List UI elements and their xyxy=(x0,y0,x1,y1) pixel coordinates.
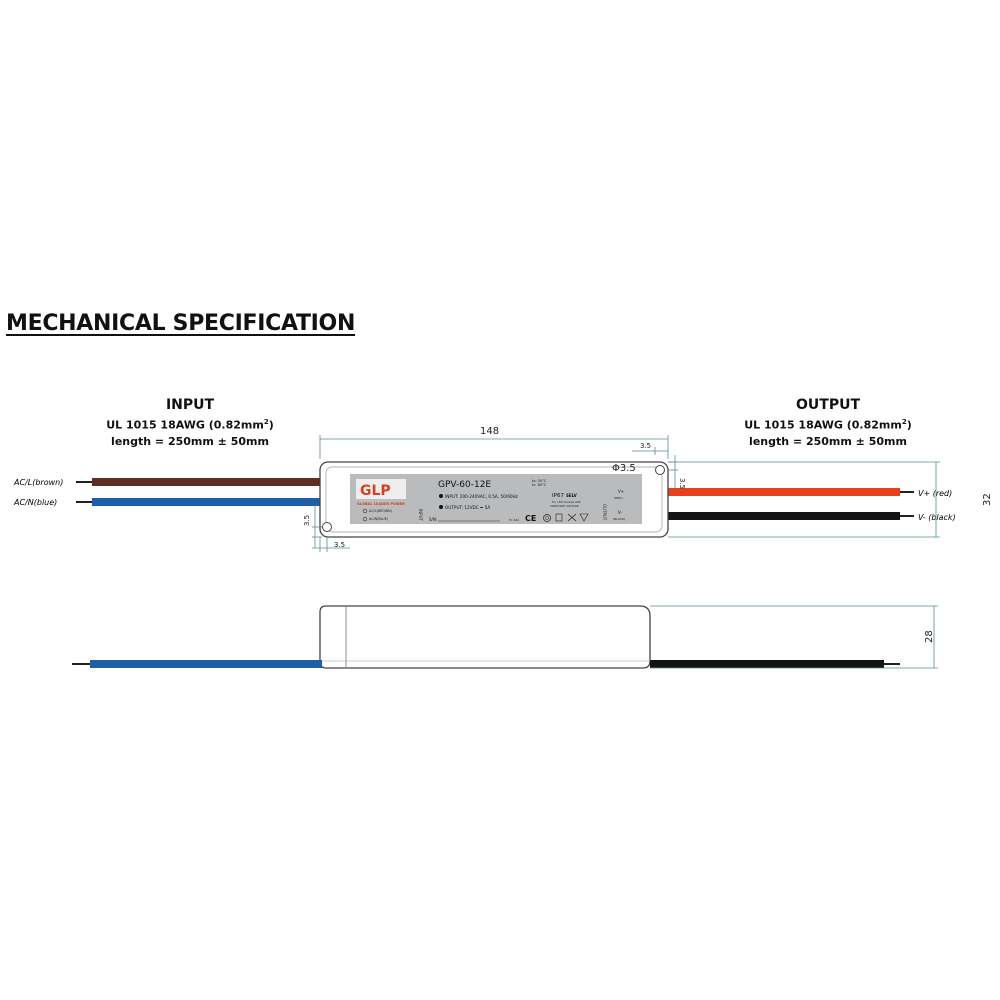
label-led-note-1: For LED module with xyxy=(552,500,581,504)
dimension-lines-top xyxy=(312,435,940,552)
label-vminus-color: (BLACK) xyxy=(613,517,625,521)
input-wires xyxy=(76,478,322,506)
dim-hole-offset-right: 3.5 xyxy=(678,478,686,489)
input-header: INPUT UL 1015 18AWG (0.82mm2) length = 2… xyxy=(90,396,290,450)
dim-width: 32 xyxy=(982,493,993,506)
wire-label-vplus: V+ (red) xyxy=(918,489,952,498)
output-wires xyxy=(664,488,914,520)
ce-mark: CE xyxy=(525,514,536,523)
brown-wire xyxy=(92,478,322,486)
mount-hole-right xyxy=(655,465,665,475)
label-vminus: V- xyxy=(618,510,623,515)
ul-mark: TL 22A xyxy=(508,518,520,522)
bin-mark-icon xyxy=(567,513,577,522)
label-output-vertical: OUTPUT xyxy=(602,504,607,521)
label-acl: AC/L(BROWN) xyxy=(369,509,392,513)
mount-hole-left xyxy=(322,522,332,532)
blue-wire xyxy=(92,498,322,506)
safety-mark-icon xyxy=(555,513,563,522)
side-view-wires xyxy=(72,660,900,668)
psu-housing-side xyxy=(319,605,651,669)
certification-icon xyxy=(543,514,551,522)
dim-hole-diameter: Φ3.5 xyxy=(612,463,636,474)
wire-label-acl: AC/L(brown) xyxy=(13,478,63,487)
wire-label-acn: AC/N(blue) xyxy=(13,498,57,507)
label-vplus: V+ xyxy=(618,489,624,494)
label-tc: tc: 80°C xyxy=(532,483,547,487)
input-heading: INPUT xyxy=(165,397,215,413)
dimension-lines-side xyxy=(650,605,938,669)
label-ip67: IP67 xyxy=(552,493,564,499)
output-header: OUTPUT UL 1015 18AWG (0.82mm2) length = … xyxy=(728,396,928,450)
output-length: length = 250mm ± 50mm xyxy=(749,434,907,448)
black-wire xyxy=(664,512,900,520)
warning-mark-icon xyxy=(579,513,589,522)
output-spec: OUTPUT: 12VDC ⎓ 5A xyxy=(445,505,490,510)
product-label: GLP GLOBAL LEADER POWER GPV-60-12E ta: 5… xyxy=(350,474,642,524)
label-acn: AC/N(BLUE) xyxy=(369,517,388,521)
input-cable-spec: UL 1015 18AWG (0.82mm2) xyxy=(106,418,274,432)
label-selv: SELV xyxy=(566,493,578,498)
model-number: GPV-60-12E xyxy=(438,480,491,490)
label-input-vertical: INPUT xyxy=(418,509,423,522)
red-wire xyxy=(664,488,900,496)
dim-length: 148 xyxy=(480,426,499,437)
dim-height: 28 xyxy=(924,630,935,643)
output-heading: OUTPUT xyxy=(796,397,860,413)
label-led-note-2: CONSTANT VOLTAGE xyxy=(550,504,579,508)
brand-subtitle: GLOBAL LEADER POWER xyxy=(357,502,405,506)
output-cable-spec: UL 1015 18AWG (0.82mm2) xyxy=(744,418,912,432)
label-sn: S/N: xyxy=(429,517,437,522)
side-blue-wire xyxy=(90,660,322,668)
dim-hole-offset-left: 3.5 xyxy=(303,515,311,526)
brand-logo: GLP xyxy=(360,483,391,499)
wire-label-vminus: V- (black) xyxy=(918,513,956,522)
label-ta: ta: 50°C xyxy=(532,479,547,483)
dim-hole-offset-bottom: 3.5 xyxy=(334,541,345,549)
dim-hole-offset-top: 3.5 xyxy=(640,442,651,450)
input-spec: INPUT: 200-240VAC, 0.5A, 50/60Hz xyxy=(445,494,519,499)
label-vplus-color: (RED) xyxy=(614,496,623,500)
side-black-wire xyxy=(650,660,884,668)
page-title: MECHANICAL SPECIFICATION xyxy=(6,311,356,336)
input-length: length = 250mm ± 50mm xyxy=(111,434,269,448)
